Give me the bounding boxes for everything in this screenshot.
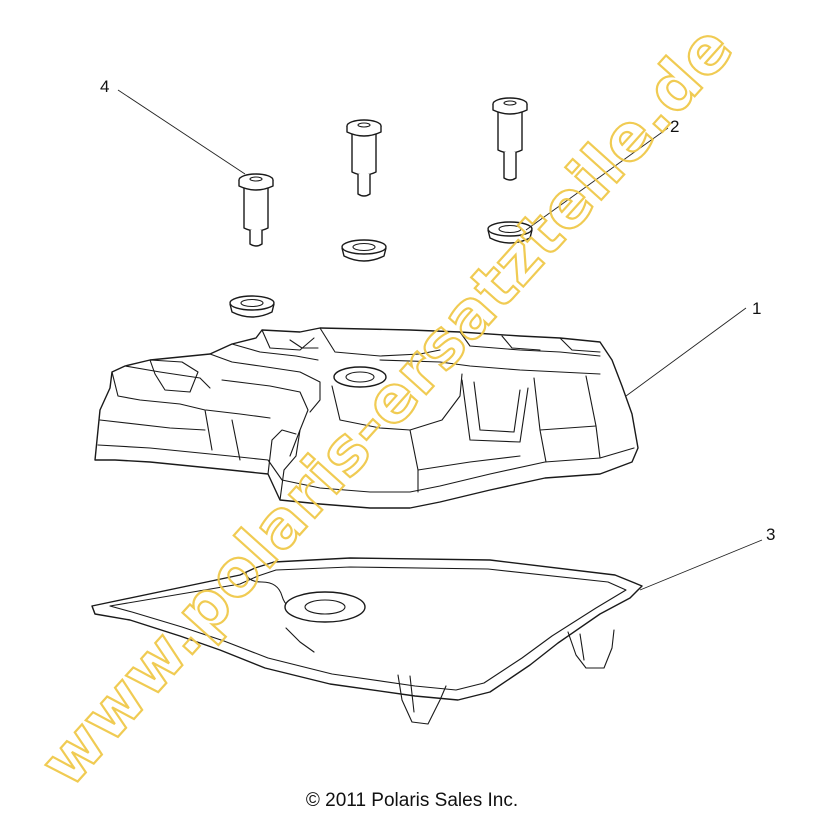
leader-line-2 [525, 127, 669, 231]
copyright-notice: © 2011 Polaris Sales Inc. [305, 790, 519, 811]
callout-1: 1 [752, 299, 761, 318]
grommet-1 [229, 295, 275, 318]
valve-cover-part-1 [94, 327, 639, 509]
callout-2: 2 [670, 117, 679, 136]
bolt-2 [346, 119, 382, 197]
leader-line-4 [117, 89, 246, 175]
leader-line-1 [625, 307, 747, 397]
gasket-part-3 [91, 557, 643, 725]
bolt-1 [238, 173, 274, 247]
grommet-2 [341, 239, 387, 262]
callout-3: 3 [766, 525, 775, 544]
grommet-3 [487, 221, 533, 244]
bolt-3 [492, 97, 528, 181]
leader-lines [117, 89, 763, 591]
leader-line-3 [639, 539, 763, 591]
callout-4: 4 [100, 77, 109, 96]
